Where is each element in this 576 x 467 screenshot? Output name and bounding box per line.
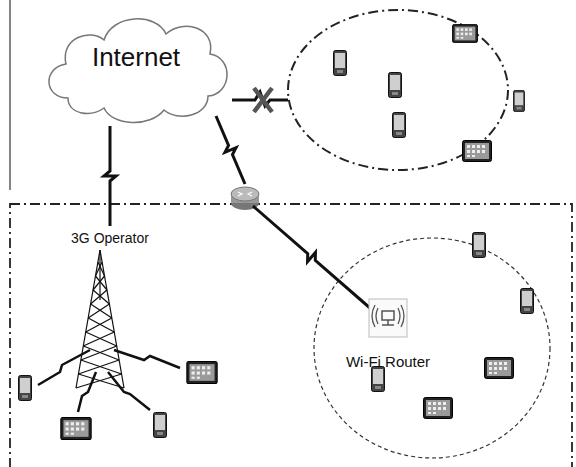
cell-tower-label: 3G Operator: [62, 228, 158, 248]
router-icon: [368, 298, 408, 338]
wireless-link: [216, 116, 370, 308]
wifi-router: Wi-Fi Router: [330, 298, 446, 370]
node-label: Internet: [92, 42, 180, 73]
internet-cloud: Internet: [38, 6, 234, 130]
node-label: 3G Operator: [71, 230, 149, 246]
wireless-link: [104, 126, 116, 226]
node-label: Wi-Fi Router: [346, 353, 430, 370]
